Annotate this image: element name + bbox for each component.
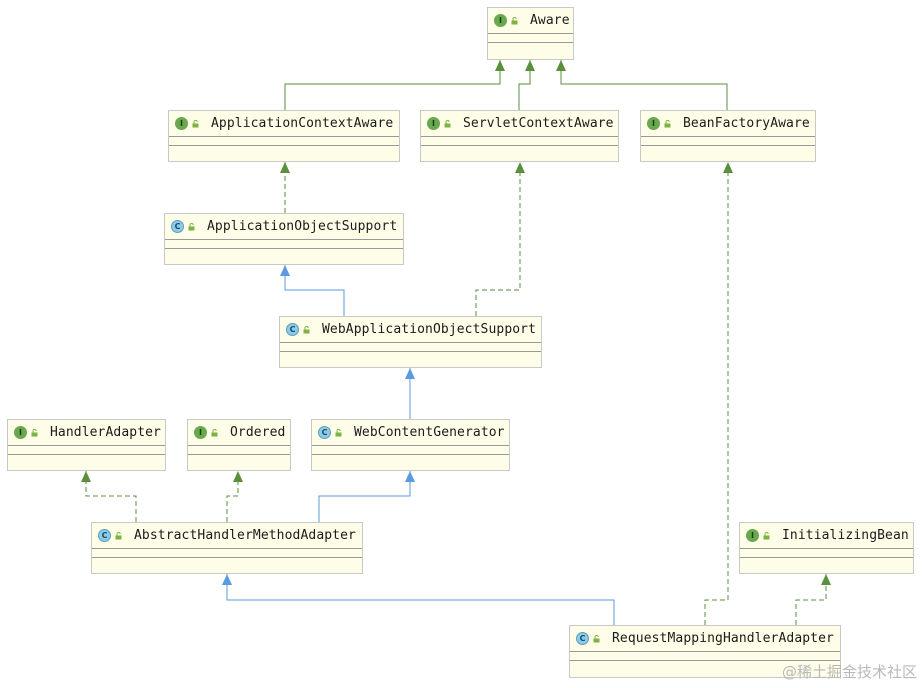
class-icon: C: [318, 426, 331, 439]
edge-appctx-to-aware: [284, 60, 501, 110]
lock-icon: [664, 119, 671, 127]
node-label: ApplicationContextAware: [211, 116, 394, 131]
node-bean-factory-aware[interactable]: I BeanFactoryAware: [640, 110, 816, 162]
watermark: @稀土掘金技术社区: [781, 663, 917, 681]
arrowhead-rmha-to-abstracthma: [222, 574, 232, 585]
node-servlet-context-aware[interactable]: I ServletContextAware: [420, 110, 619, 162]
class-icon: C: [576, 632, 589, 645]
node-handler-adapter[interactable]: I HandlerAdapter: [7, 419, 166, 471]
lock-icon: [192, 119, 199, 127]
lock-icon: [335, 428, 342, 436]
node-label: HandlerAdapter: [50, 425, 161, 440]
arrowhead-abstracthma-to-ordered: [233, 471, 243, 482]
node-label: Ordered: [230, 425, 286, 440]
lock-icon: [188, 222, 195, 230]
arrowhead-webappobj-to-appobj: [280, 265, 290, 276]
node-label: WebContentGenerator: [354, 425, 505, 440]
node-label: WebApplicationObjectSupport: [322, 322, 537, 337]
node-request-mapping-handler-adapter[interactable]: C RequestMappingHandlerAdapter: [569, 625, 841, 678]
node-label: BeanFactoryAware: [683, 116, 810, 131]
node-initializing-bean[interactable]: I InitializingBean: [739, 522, 914, 574]
edge-webappobj-to-appobj: [284, 265, 345, 316]
node-application-context-aware[interactable]: I ApplicationContextAware: [168, 110, 400, 162]
edge-servletctx-to-aware: [518, 60, 531, 110]
edge-beanfactory-to-aware: [560, 60, 728, 110]
arrowhead-abstracthma-to-handleradapter: [81, 471, 91, 482]
node-web-application-object-support[interactable]: C WebApplicationObjectSupport: [279, 316, 542, 368]
class-icon: C: [98, 529, 111, 542]
lock-icon: [593, 634, 600, 642]
arrowhead-abstracthma-to-webcontentgen: [405, 471, 415, 482]
interface-icon: I: [647, 117, 660, 130]
interface-icon: I: [14, 426, 27, 439]
arrowhead-webcontentgen-to-webappobj: [405, 368, 415, 379]
node-label: AbstractHandlerMethodAdapter: [134, 528, 356, 543]
arrowhead-beanfactory-to-aware: [556, 60, 566, 71]
edge-rmha-to-beanfactory: [704, 162, 729, 625]
lock-icon: [444, 119, 451, 127]
node-abstract-handler-method-adapter[interactable]: C AbstractHandlerMethodAdapter: [91, 522, 363, 574]
node-label: ServletContextAware: [463, 116, 614, 131]
class-icon: C: [171, 220, 184, 233]
arrowhead-rmha-to-beanfactory: [723, 162, 733, 173]
lock-icon: [211, 428, 218, 436]
arrowhead-rmha-to-initbean: [821, 574, 831, 585]
interface-icon: I: [494, 14, 507, 27]
edge-abstracthma-to-webcontentgen: [318, 471, 411, 522]
edge-abstracthma-to-ordered: [226, 471, 239, 522]
lock-icon: [31, 428, 38, 436]
lock-icon: [303, 325, 310, 333]
arrowhead-appctx-to-aware: [495, 60, 505, 71]
node-ordered[interactable]: I Ordered: [187, 419, 291, 471]
interface-icon: I: [746, 529, 759, 542]
lock-icon: [115, 531, 122, 539]
edge-abstracthma-to-handleradapter: [85, 471, 137, 522]
lock-icon: [511, 16, 518, 24]
arrowhead-appobj-to-appctx: [280, 162, 290, 173]
node-label: Aware: [530, 13, 570, 28]
interface-icon: I: [427, 117, 440, 130]
node-label: RequestMappingHandlerAdapter: [612, 631, 834, 646]
interface-icon: I: [194, 426, 207, 439]
node-application-object-support[interactable]: C ApplicationObjectSupport: [164, 213, 404, 265]
node-label: InitializingBean: [782, 528, 909, 543]
arrowhead-webappobj-to-servletctx: [515, 162, 525, 173]
arrowhead-servletctx-to-aware: [525, 60, 535, 71]
edge-rmha-to-abstracthma: [226, 574, 615, 625]
lock-icon: [763, 531, 770, 539]
edge-webappobj-to-servletctx: [475, 162, 521, 316]
interface-icon: I: [175, 117, 188, 130]
node-label: ApplicationObjectSupport: [207, 219, 398, 234]
edge-rmha-to-initbean: [795, 574, 827, 625]
node-aware[interactable]: I Aware: [487, 7, 574, 60]
class-icon: C: [286, 323, 299, 336]
node-web-content-generator[interactable]: C WebContentGenerator: [311, 419, 510, 471]
